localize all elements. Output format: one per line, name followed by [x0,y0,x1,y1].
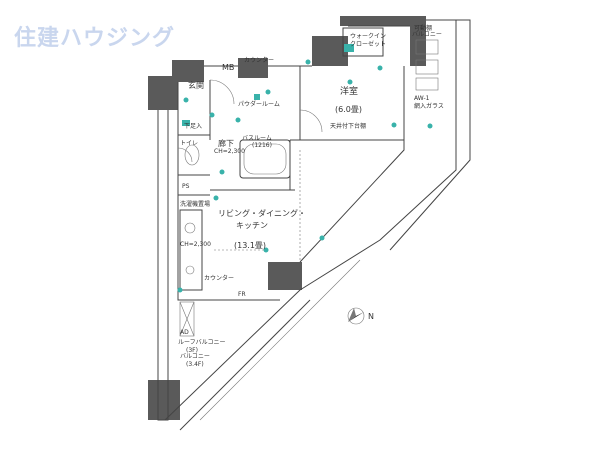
room-balcony: バルコニー [412,31,442,38]
outlet-icon [263,247,269,253]
outlet-icon [427,123,433,129]
panel-icon [182,120,190,126]
outlet-icon [219,169,225,175]
room-bath: バスルーム [242,135,272,142]
wall-block [410,16,426,66]
room-ps: PS [182,183,190,190]
outlet-icon [213,195,219,201]
room-bath-size: (1216) [252,142,272,149]
room-ldk-name1: リビング・ダイニング・ [218,208,306,218]
wall-block [340,16,420,26]
label-ad: AD [180,329,189,336]
wall-block [172,60,204,82]
label-ceiling-shelf: 天井付下台棚 [330,122,366,130]
label-shoebox: 下足入 [184,123,202,130]
outlet-icon [265,89,271,95]
room-balcony-small-size: (3.4F) [186,361,204,368]
room-toilet: トイレ [180,140,198,147]
room-entrance: 玄関 [188,80,204,90]
room-walkin-2: クローゼット [350,40,386,48]
outlet-icon [209,112,215,118]
wall-block [268,262,302,290]
label-movable-shelf: 可動棚 [414,24,432,32]
outlet-icon [177,287,183,293]
outlet-icon [377,65,383,71]
ceiling-height-label: CH=2,300 [214,148,245,155]
panel-icon [254,94,260,100]
compass-label: N [368,312,374,321]
room-roof-balcony-2: (3F) [186,347,198,354]
label-ceiling-2: CH=2,300 [180,241,211,248]
room-hall: 廊下 [218,138,234,148]
wall-block [238,58,268,78]
label-awc: AW-1 [414,95,430,102]
outlet-icon [235,117,241,123]
room-balcony-small: バルコニー [180,353,210,360]
outlet-icon [391,122,397,128]
label-kitchen-counter: カウンター [204,274,234,282]
outlet-icon [347,79,353,85]
outlet-icon [319,235,325,241]
room-western-name: 洋室 [340,85,358,97]
wall-block [312,36,348,66]
room-powder: パウダールーム [238,100,280,108]
outlet-icon [305,59,311,65]
label-fr: FR [238,291,246,298]
room-walkin-1: ウォークイン [350,32,386,40]
label-awc-note: 網入ガラス [414,102,444,110]
label-washer: 洗濯機置場 [180,200,210,208]
wall-block [148,380,180,420]
room-mb: MB [222,63,234,72]
north-compass-icon [347,307,365,325]
room-ldk-name2: キッチン [236,221,268,230]
room-roof-balcony-1: ルーフバルコニー [178,339,226,346]
label-counter: カウンター [244,56,274,64]
brand-logo: 住建ハウジング [14,26,176,51]
room-western-size: (6.0畳) [335,105,362,114]
room-ldk-size: (13.1畳) [234,241,266,250]
panel-icon [344,44,354,52]
outlet-icon [183,97,189,103]
